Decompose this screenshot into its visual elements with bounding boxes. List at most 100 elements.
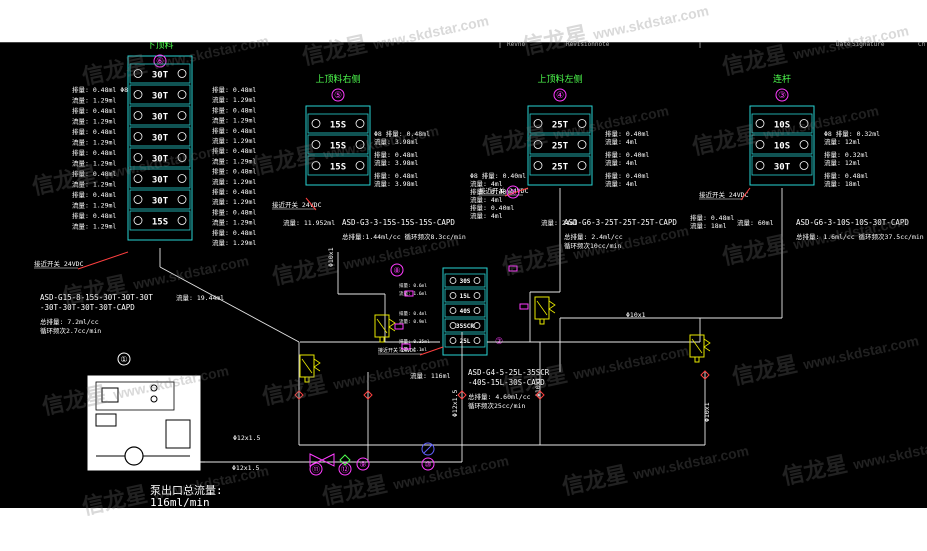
outlet-port-left: [755, 140, 765, 149]
outlet-port-left: [755, 119, 765, 128]
outlet-row: [307, 113, 369, 134]
switch-leader: [504, 187, 529, 197]
outlet-port-right: [355, 161, 365, 170]
pipe-size-label: Φ10x1: [327, 247, 335, 267]
component-number-circle: [390, 263, 404, 277]
proximity-switch-label: 接近开关 24VDC: [378, 347, 416, 354]
block-spec: 循环频次10cc/min: [564, 241, 621, 250]
check-valve: [457, 390, 467, 400]
pump-indicator: [150, 395, 158, 403]
outlet-spec-right: 流量: 3.98ml: [374, 179, 418, 188]
outlet-spec-left: 排量: 0.48ml: [72, 190, 116, 199]
pump-indicator: [150, 384, 158, 392]
gauge-needle: [423, 444, 433, 454]
block-number-circle: [153, 54, 167, 68]
outlet-row: [444, 318, 486, 333]
outlet-row: [529, 113, 591, 134]
outlet-spec-left: 排量: 0.40ml: [470, 203, 514, 212]
switch-leader: [77, 251, 129, 270]
outlet-spec-right: 流量: 12ml: [824, 158, 861, 167]
block-model-number: -30T-30T-30T-30T-CAPD: [40, 303, 135, 312]
pump-pressure-unit: [165, 419, 191, 449]
component-number-circle: [117, 352, 131, 366]
outlet-spec-right: 排量: 0.48ml: [212, 207, 256, 216]
block-total-flow: 流量: 116ml: [410, 371, 450, 380]
valve-stem: [539, 318, 545, 325]
outlet-spec-right: 排量: 0.48ml: [212, 187, 256, 196]
outlet-spec-right: 排量: 0.40ml: [605, 150, 649, 159]
outlet-spec-left: 排量: 0.48ml: [72, 106, 116, 115]
valve-stem: [694, 356, 700, 363]
outlet-row: [444, 288, 486, 303]
outlet-label: 15S: [330, 142, 346, 152]
outlet-spec-right: 流量: 1.29ml: [212, 238, 256, 247]
block-model-number: ASD-G4-5-25L-35SCR: [468, 368, 550, 377]
outlet-label: 30T: [152, 134, 169, 144]
valve-spring: [548, 300, 556, 314]
outlet-spec-right: 流量: 1.29ml: [212, 136, 256, 145]
outlet-port-right: [355, 140, 365, 149]
switch-leader: [305, 197, 317, 211]
outlet-port-left: [311, 119, 321, 128]
block-total-flow: 流量: 24ml: [541, 218, 578, 227]
outlet-spec-left: 流量: 18ml: [690, 221, 727, 230]
check-valve: [294, 390, 304, 400]
outlet-port-left: [449, 277, 457, 284]
outlet-port-left: [533, 161, 543, 170]
outlet-port-right: [177, 69, 187, 78]
outlet-port-right: [473, 322, 481, 329]
pipe-line: [159, 266, 300, 343]
block-model-number: ASD-G15-8-15S-30T-30T-30T: [40, 293, 153, 302]
outlet-spec-right: 排量: 0.40ml: [605, 171, 649, 180]
outlet-port-left: [133, 174, 143, 183]
outlet-spec-left: 流量: 4ml: [470, 179, 503, 188]
outlet-spec-right: 排量: 0.48ml: [212, 105, 256, 114]
block-outline: [442, 267, 488, 356]
block-total-flow: 流量: 11.952ml: [283, 218, 335, 227]
outlet-spec-left: 流量: 4ml: [470, 211, 503, 220]
outlet-row: [444, 333, 486, 348]
outlet-spec-left: 排量: 0.48ml: [72, 148, 116, 157]
component-number: ①: [120, 355, 127, 364]
pump-unit-panel: [87, 375, 201, 471]
outlet-row: [444, 273, 486, 288]
outlet-spec-left: 流量: 4ml: [470, 195, 503, 204]
pump-motor: [101, 387, 119, 403]
valve-arrow: [301, 358, 313, 374]
proximity-switch-label: 接近开关 24VDC: [272, 200, 322, 209]
valve-spring: [388, 318, 396, 332]
outlet-row: [129, 210, 191, 231]
block-title: 下顶料: [146, 42, 173, 51]
pipe-size-label: Φ10x1: [703, 402, 711, 422]
outlet-spec-right: 流量: 12ml: [824, 137, 861, 146]
component-number: ⑨: [359, 460, 366, 469]
outlet-row: [751, 155, 813, 176]
outlet-spec-right: Φ8 排量: 0.32ml: [824, 129, 880, 138]
rev-table-label: Ch: [918, 42, 926, 48]
pipe-size-label: Φ12x1.5: [233, 434, 260, 442]
outlet-spec-right: 排量: 0.48ml: [374, 150, 418, 159]
outlet-label: 15S: [330, 121, 346, 131]
outlet-port-left: [133, 111, 143, 120]
pipe-size-label: Φ10x1: [534, 377, 542, 397]
valve-spring: [703, 338, 711, 352]
solenoid-valve: [374, 314, 396, 343]
proximity-switch-label: 接近开关 24VDC: [699, 190, 749, 199]
outlet-label: 15S: [152, 218, 168, 228]
outlet-row: [129, 168, 191, 189]
outlet-spec-side: 流量: 1.1ml: [399, 346, 427, 353]
outlet-port-right: [577, 161, 587, 170]
proximity-switch-label: 接近开关 24VDC: [479, 186, 529, 195]
block-model-number: -40S-15L-30S-CAPD: [468, 378, 545, 387]
outlet-port-left: [133, 69, 143, 78]
valve-arrow: [536, 300, 548, 316]
component-number-circle: [338, 462, 352, 476]
block-model-number: ASD-G3-3-15S-15S-15S-CAPD: [342, 218, 455, 227]
block-model-number: ASD-G6-3-10S-10S-30T-CAPD: [796, 218, 909, 227]
outlet-spec-right: 排量: 0.48ml: [212, 167, 256, 176]
outlet-spec-right: Φ8 排量: 0.48ml: [374, 129, 430, 138]
outlet-label: 10S: [774, 142, 790, 152]
block-spec: 总排量: 7.2ml/cc: [40, 317, 99, 326]
outlet-port-right: [473, 337, 481, 344]
